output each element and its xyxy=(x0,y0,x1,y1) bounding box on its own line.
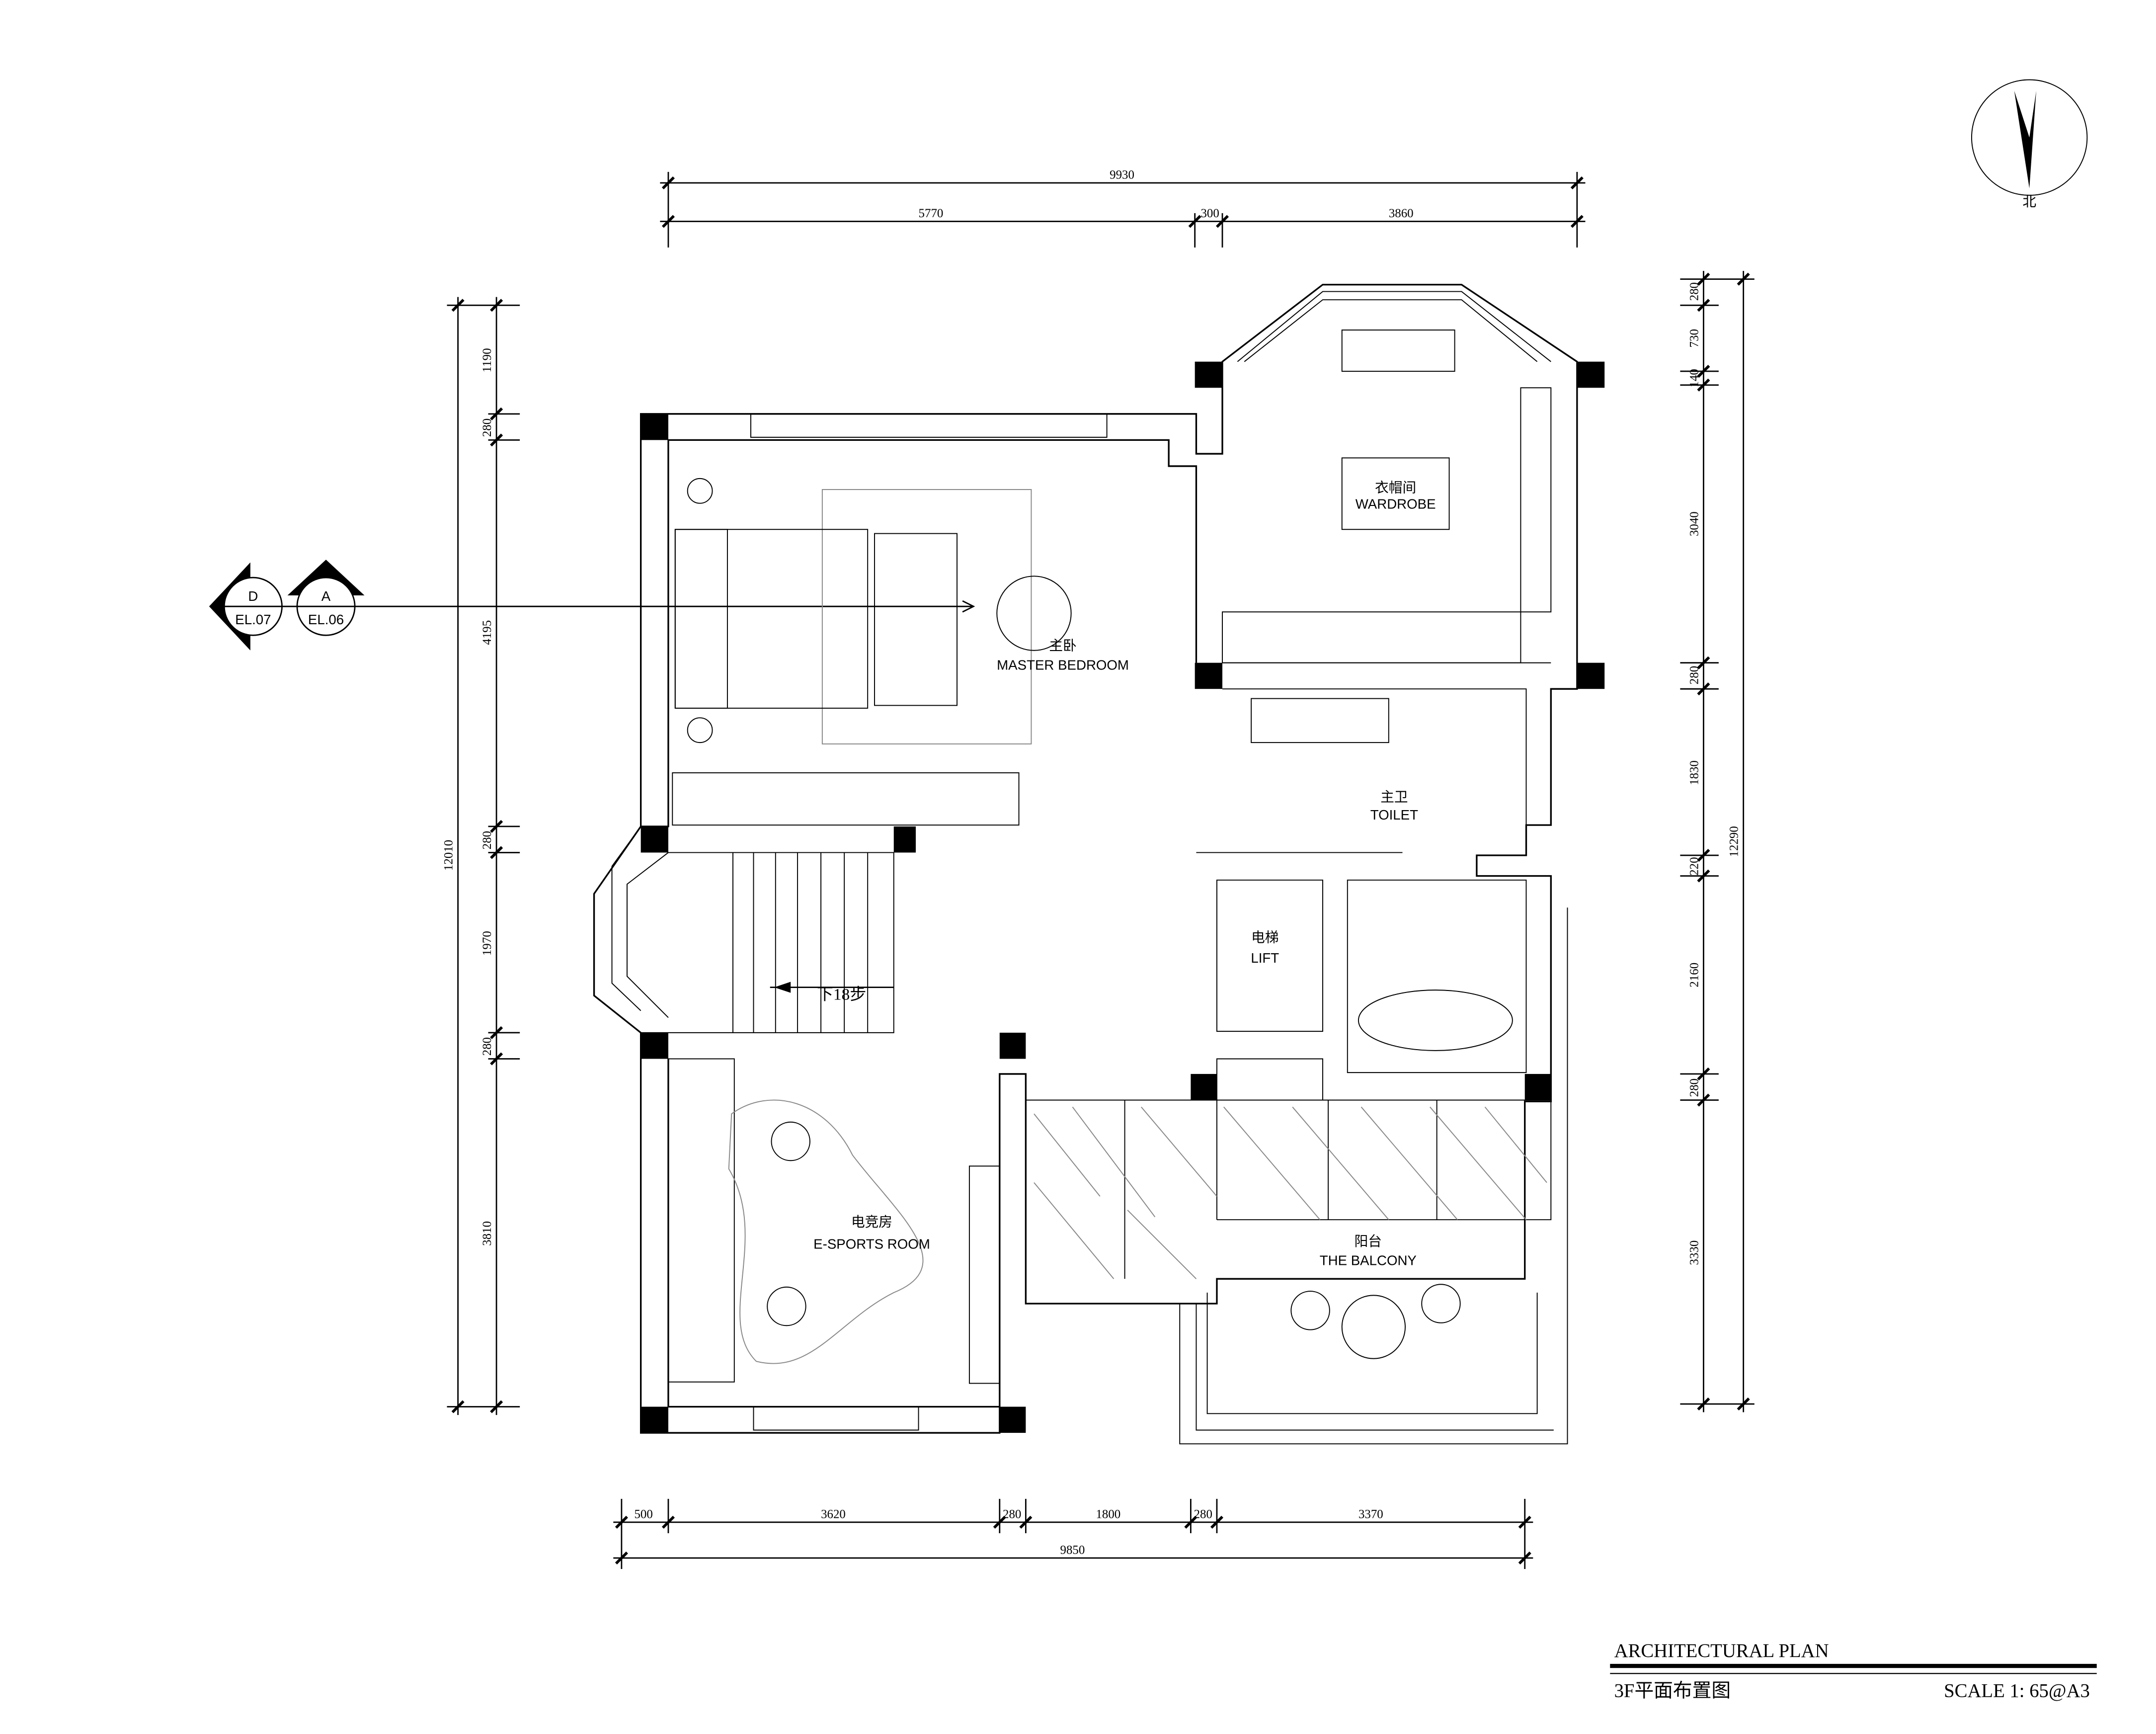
room-esports-en: E-SPORTS ROOM xyxy=(813,1236,930,1251)
balcony-table xyxy=(1341,1295,1406,1359)
bench xyxy=(874,533,958,706)
stairs-label: 下18步 xyxy=(817,986,867,1004)
bottom-dimensions: 500 3620 280 1800 280 3370 9850 xyxy=(613,1498,1533,1569)
room-wardrobe-cn: 衣帽间 xyxy=(1375,480,1416,495)
dim-label: 500 xyxy=(635,1508,653,1521)
dim-label: 300 xyxy=(1200,207,1219,220)
room-master-bedroom-cn: 主卧 xyxy=(1049,638,1076,654)
room-esports-cn: 电竞房 xyxy=(851,1214,892,1230)
wardrobe-bedroom xyxy=(672,772,1020,826)
dim-label: 280 xyxy=(1194,1508,1212,1521)
dim-label: 2160 xyxy=(1687,963,1701,988)
dim-label: 3040 xyxy=(1687,511,1701,536)
vanity xyxy=(1251,698,1389,743)
dim-label: 5770 xyxy=(919,207,944,220)
section-letter: D xyxy=(248,588,258,604)
dim-label: 1970 xyxy=(480,931,494,956)
dim-label: 220 xyxy=(1687,857,1701,875)
title: ARCHITECTURAL PLAN xyxy=(1614,1640,1829,1661)
dim-label: 3620 xyxy=(821,1508,846,1521)
room-master-bedroom-en: MASTER BEDROOM xyxy=(997,657,1129,672)
room-toilet-cn: 主卫 xyxy=(1380,789,1408,805)
section-letter: A xyxy=(321,588,331,604)
dim-label: 280 xyxy=(480,1037,494,1056)
wardrobe-closet xyxy=(1222,611,1521,663)
dresser xyxy=(1341,330,1455,372)
room-lift-en: LIFT xyxy=(1251,950,1279,966)
top-dimensions: 9930 5770 300 3860 xyxy=(660,168,1586,248)
room-labels: 主卧 MASTER BEDROOM 衣帽间 WARDROBE 主卫 TOILET… xyxy=(813,480,1436,1268)
round-table xyxy=(996,576,1072,651)
dim-label: 280 xyxy=(1687,282,1701,301)
dim-label: 280 xyxy=(480,418,494,437)
dim-bottom-overall: 9850 xyxy=(1060,1544,1085,1557)
gaming-chair xyxy=(771,1121,810,1161)
dim-label: 1830 xyxy=(1687,760,1701,785)
shelf xyxy=(968,1165,1000,1384)
furniture xyxy=(668,330,1552,1384)
left-dimensions: 12010 1190 280 4195 280 1970 280 3810 xyxy=(442,297,520,1415)
bed xyxy=(674,529,869,709)
dim-label: 280 xyxy=(1687,1078,1701,1097)
dim-left-overall: 12010 xyxy=(442,840,456,871)
dim-top-overall: 9930 xyxy=(1110,168,1134,182)
dim-label: 4195 xyxy=(480,620,494,645)
dim-label: 140 xyxy=(1687,369,1701,387)
columns xyxy=(640,361,1605,1433)
scale-label: SCALE 1: 65@A3 xyxy=(1944,1680,2090,1701)
room-balcony-en: THE BALCONY xyxy=(1320,1253,1417,1268)
dim-label: 280 xyxy=(1687,666,1701,684)
section-ref: EL.06 xyxy=(308,612,344,627)
room-lift-cn: 电梯 xyxy=(1251,929,1278,945)
dim-right-overall: 12290 xyxy=(1728,826,1741,857)
rug xyxy=(821,489,1032,744)
dim-label: 1800 xyxy=(1096,1508,1120,1521)
dim-label: 3370 xyxy=(1358,1508,1383,1521)
section-marker-a[interactable]: A EL.06 xyxy=(287,560,365,636)
dim-label: 3810 xyxy=(480,1221,494,1246)
section-markers: D EL.07 A EL.06 xyxy=(209,560,975,651)
section-ref: EL.07 xyxy=(235,612,271,627)
bathtub xyxy=(1357,990,1513,1051)
dim-label: 3860 xyxy=(1389,207,1414,220)
subtitle: 3F平面布置图 xyxy=(1614,1680,1731,1701)
dim-label: 280 xyxy=(480,831,494,849)
dim-label: 3330 xyxy=(1687,1240,1701,1265)
dim-label: 1190 xyxy=(480,348,494,372)
rug-esports xyxy=(728,1099,924,1364)
title-block: ARCHITECTURAL PLAN 3F平面布置图 SCALE 1: 65@A… xyxy=(1610,1640,2097,1701)
dim-label: 730 xyxy=(1687,329,1701,347)
north-arrow: 北 xyxy=(1971,79,2088,209)
room-toilet-en: TOILET xyxy=(1370,807,1418,823)
walls xyxy=(593,284,1578,1445)
gaming-chair xyxy=(767,1286,806,1326)
room-balcony-cn: 阳台 xyxy=(1355,1234,1382,1249)
right-dimensions: 12290 280 730 140 3040 280 1830 220 2160… xyxy=(1680,271,1755,1412)
dim-label: 280 xyxy=(1003,1508,1021,1521)
section-marker-d[interactable]: D EL.07 xyxy=(209,562,283,651)
north-label: 北 xyxy=(2022,194,2036,209)
room-wardrobe-en: WARDROBE xyxy=(1356,496,1436,512)
desk xyxy=(668,1058,735,1383)
